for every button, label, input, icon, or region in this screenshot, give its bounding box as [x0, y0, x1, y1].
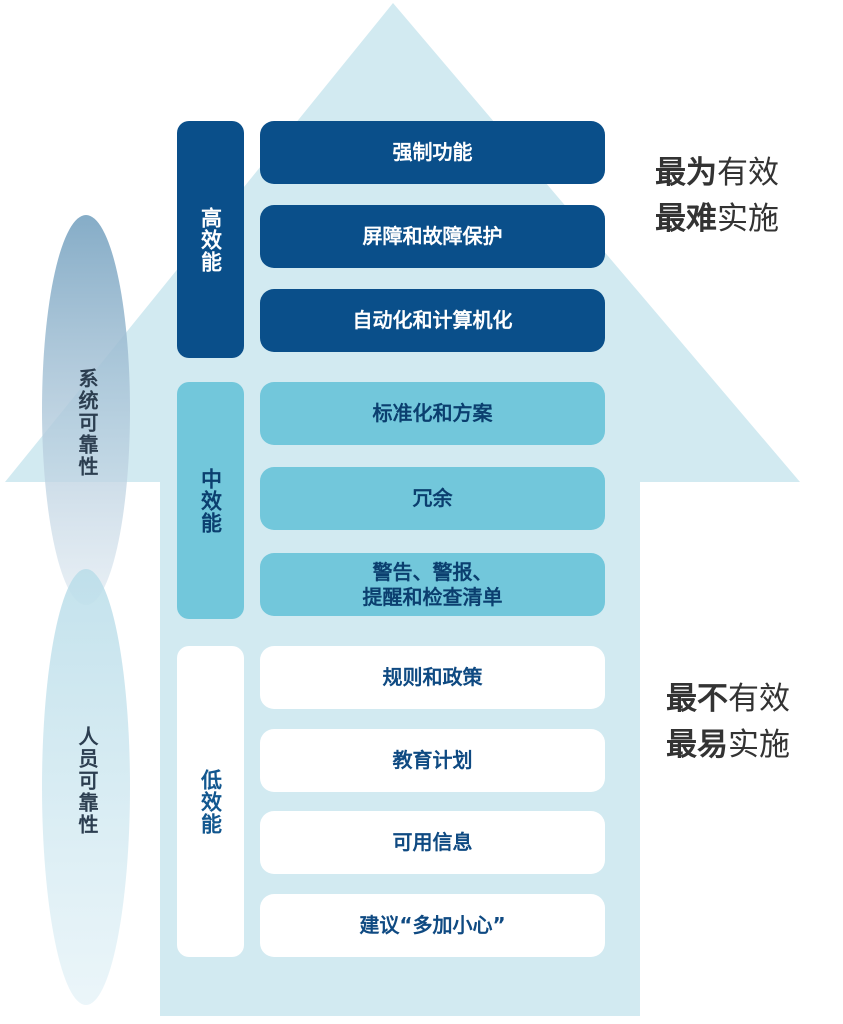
- bottom-annotation-line2: 最易实施: [666, 727, 790, 763]
- system-reliability-label: 系统可靠性: [75, 368, 99, 478]
- control-label: 建议“多加小心”: [359, 913, 506, 937]
- control-rules-policies: 规则和政策: [260, 646, 605, 709]
- control-label: 自动化和计算机化: [352, 308, 513, 332]
- category-high-efficacy: 高效能: [177, 121, 244, 358]
- category-low-label: 低效能: [198, 768, 223, 835]
- control-label: 屏障和故障保护: [362, 224, 503, 248]
- control-standardization-protocols: 标准化和方案: [260, 382, 605, 445]
- control-automation-computerization: 自动化和计算机化: [260, 289, 605, 352]
- control-barriers-failsafes: 屏障和故障保护: [260, 205, 605, 268]
- control-education: 教育计划: [260, 729, 605, 792]
- control-label-line2: 提醒和检查清单: [362, 584, 503, 609]
- top-annotation-line1: 最为有效: [655, 155, 779, 191]
- top-annotation-line2: 最难实施: [655, 201, 779, 237]
- people-reliability-label: 人员可靠性: [75, 726, 99, 836]
- control-label: 冗余: [412, 486, 453, 510]
- control-available-information: 可用信息: [260, 811, 605, 874]
- control-label-line1: 警告、警报、: [372, 559, 493, 584]
- control-label: 教育计划: [392, 748, 473, 772]
- system-reliability-ellipse: [42, 215, 130, 605]
- control-label: 标准化和方案: [372, 401, 493, 425]
- bottom-annotation: 最不有效 最易实施: [666, 676, 790, 768]
- top-annotation: 最为有效 最难实施: [655, 150, 779, 242]
- category-mid-efficacy: 中效能: [177, 382, 244, 619]
- category-mid-label: 中效能: [198, 467, 223, 534]
- control-label: 可用信息: [392, 830, 473, 854]
- control-label: 强制功能: [392, 140, 473, 164]
- category-low-efficacy: 低效能: [177, 646, 244, 957]
- control-warnings-checklists: 警告、警报、 提醒和检查清单: [260, 553, 605, 616]
- control-forcing-functions: 强制功能: [260, 121, 605, 184]
- category-high-label: 高效能: [198, 206, 223, 273]
- control-label: 规则和政策: [382, 665, 483, 689]
- bottom-annotation-line1: 最不有效: [666, 681, 790, 717]
- people-reliability-ellipse: [42, 569, 130, 1005]
- control-redundancy: 冗余: [260, 467, 605, 530]
- control-be-careful-advice: 建议“多加小心”: [260, 894, 605, 957]
